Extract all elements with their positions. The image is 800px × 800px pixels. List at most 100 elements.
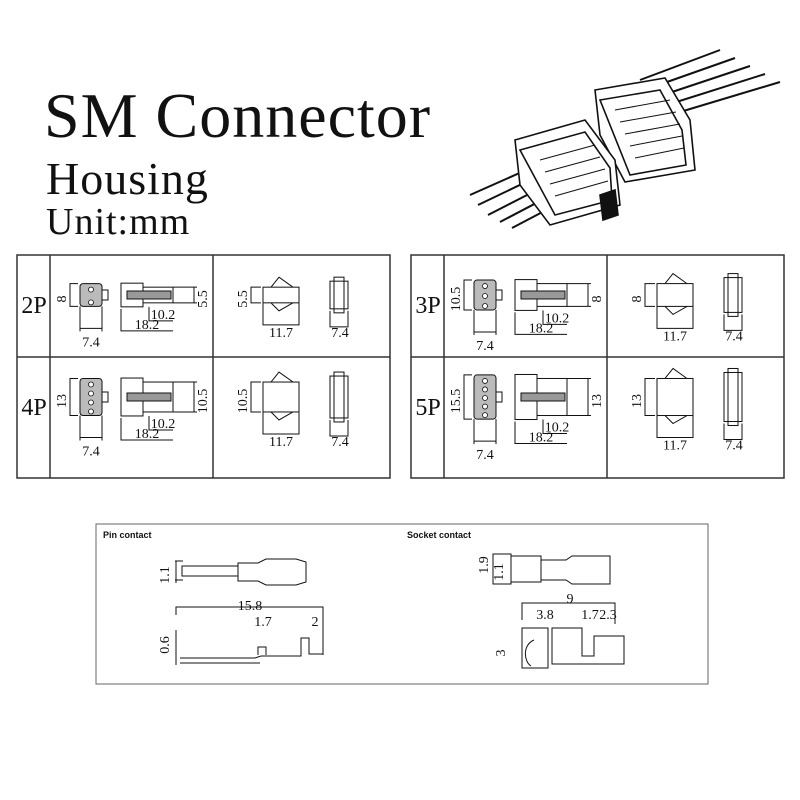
pin-hole	[88, 399, 94, 406]
side-view-pin	[520, 290, 566, 300]
pin-contact-top	[175, 558, 307, 586]
row-label: 5P	[415, 395, 440, 421]
top-view	[262, 381, 300, 413]
inner-length-dim: 10.2	[151, 417, 176, 432]
top-view	[656, 283, 694, 307]
dimension-lines	[69, 283, 103, 332]
pin-contact-caption: Pin contact	[103, 530, 152, 540]
dimension-lines	[250, 286, 300, 326]
top-length-dim: 11.7	[269, 435, 293, 450]
top-length-dim: 11.7	[663, 439, 687, 454]
pin-hole	[482, 412, 488, 418]
pin-hole	[88, 390, 94, 397]
row-label: 4P	[21, 395, 46, 421]
pin-crimp-a-dim: 1.7	[254, 615, 272, 630]
pin-thickness-dim: 0.6	[158, 636, 173, 654]
pin-hole	[88, 408, 94, 415]
top-length-dim: 11.7	[269, 326, 293, 341]
front-height-dim: 13	[55, 394, 70, 408]
dimension-lines	[514, 283, 591, 335]
top-width-dim: 7.4	[725, 439, 743, 454]
total-length-dim: 18.2	[135, 318, 160, 333]
dimension-lines	[723, 423, 743, 441]
dimension-lines	[329, 419, 349, 437]
inner-length-dim: 10.2	[545, 421, 570, 436]
top-height-dim: 8	[630, 296, 645, 303]
end-view	[727, 273, 739, 317]
pin-contact-side	[175, 606, 324, 665]
socket-length-dim: 9	[567, 592, 574, 607]
side-view-pin	[126, 392, 172, 402]
top-height-dim: 13	[630, 394, 645, 408]
pin-length-dim: 15.8	[238, 599, 263, 614]
top-width-dim: 7.4	[331, 435, 349, 450]
table-border	[410, 254, 785, 479]
front-width-dim: 7.4	[476, 339, 494, 354]
contacts-box	[95, 523, 709, 685]
pin-diameter-dim: 1.1	[158, 566, 173, 584]
connector-illustration	[469, 49, 781, 229]
front-width-dim: 7.4	[82, 335, 100, 350]
table-row: 5P 15.5 7.4 13 10.218.2 13 11.7 7.4	[415, 367, 743, 463]
front-height-dim: 10.5	[449, 287, 464, 312]
latch	[101, 289, 109, 301]
top-height-dim: 5.5	[236, 290, 251, 308]
top-length-dim: 11.7	[663, 329, 687, 344]
top-view	[262, 286, 300, 304]
end-view	[329, 375, 349, 419]
dimension-lines	[644, 377, 694, 439]
socket-contact-caption: Socket contact	[407, 530, 471, 540]
pin-hole	[88, 286, 94, 293]
total-length-dim: 18.2	[529, 431, 554, 446]
pin-hole	[482, 378, 488, 384]
socket-front-dim: 3.8	[536, 608, 554, 623]
socket-crimp-b-dim: 2.3	[599, 608, 617, 623]
front-height-dim: 15.5	[449, 389, 464, 414]
dimension-lines	[69, 377, 103, 441]
top-view	[656, 377, 694, 417]
table-border	[16, 254, 391, 479]
side-height-dim: 13	[590, 394, 605, 408]
latch-arms	[664, 272, 688, 316]
pin-hole	[482, 283, 488, 289]
top-width-dim: 7.4	[331, 326, 349, 341]
pin-hole	[88, 299, 94, 306]
latch-arms	[664, 367, 688, 425]
pin-hole	[482, 386, 488, 393]
end-view	[723, 277, 743, 313]
dimension-lines	[120, 381, 197, 441]
front-width-dim: 7.4	[476, 448, 494, 463]
pin-hole	[482, 303, 488, 309]
side-height-dim: 10.5	[196, 389, 211, 414]
section-subtitle: Housing	[46, 153, 209, 204]
end-view	[723, 371, 743, 423]
end-view	[329, 280, 349, 310]
latch	[495, 391, 503, 403]
latch	[495, 289, 503, 301]
front-width-dim: 7.4	[82, 445, 100, 460]
pin-hole	[482, 293, 488, 299]
page-title: SM Connector	[44, 80, 432, 151]
dimension-lines	[250, 381, 300, 435]
socket-height-dim: 3	[494, 650, 509, 657]
inner-length-dim: 10.2	[151, 308, 176, 323]
pin-crimp-b-dim: 2	[312, 615, 319, 630]
socket-contact-top	[492, 553, 611, 585]
latch-arms	[270, 276, 294, 312]
socket-crimp-a-dim: 1.7	[581, 608, 599, 623]
inner-length-dim: 10.2	[545, 311, 570, 326]
end-view	[333, 371, 345, 423]
total-length-dim: 18.2	[135, 427, 160, 442]
dimension-lines	[644, 283, 694, 329]
total-length-dim: 18.2	[529, 321, 554, 336]
pin-hole	[88, 381, 94, 388]
top-width-dim: 7.4	[725, 329, 743, 344]
end-view	[727, 367, 739, 427]
socket-outer-dim: 1.9	[477, 556, 492, 574]
side-height-dim: 8	[590, 296, 605, 303]
